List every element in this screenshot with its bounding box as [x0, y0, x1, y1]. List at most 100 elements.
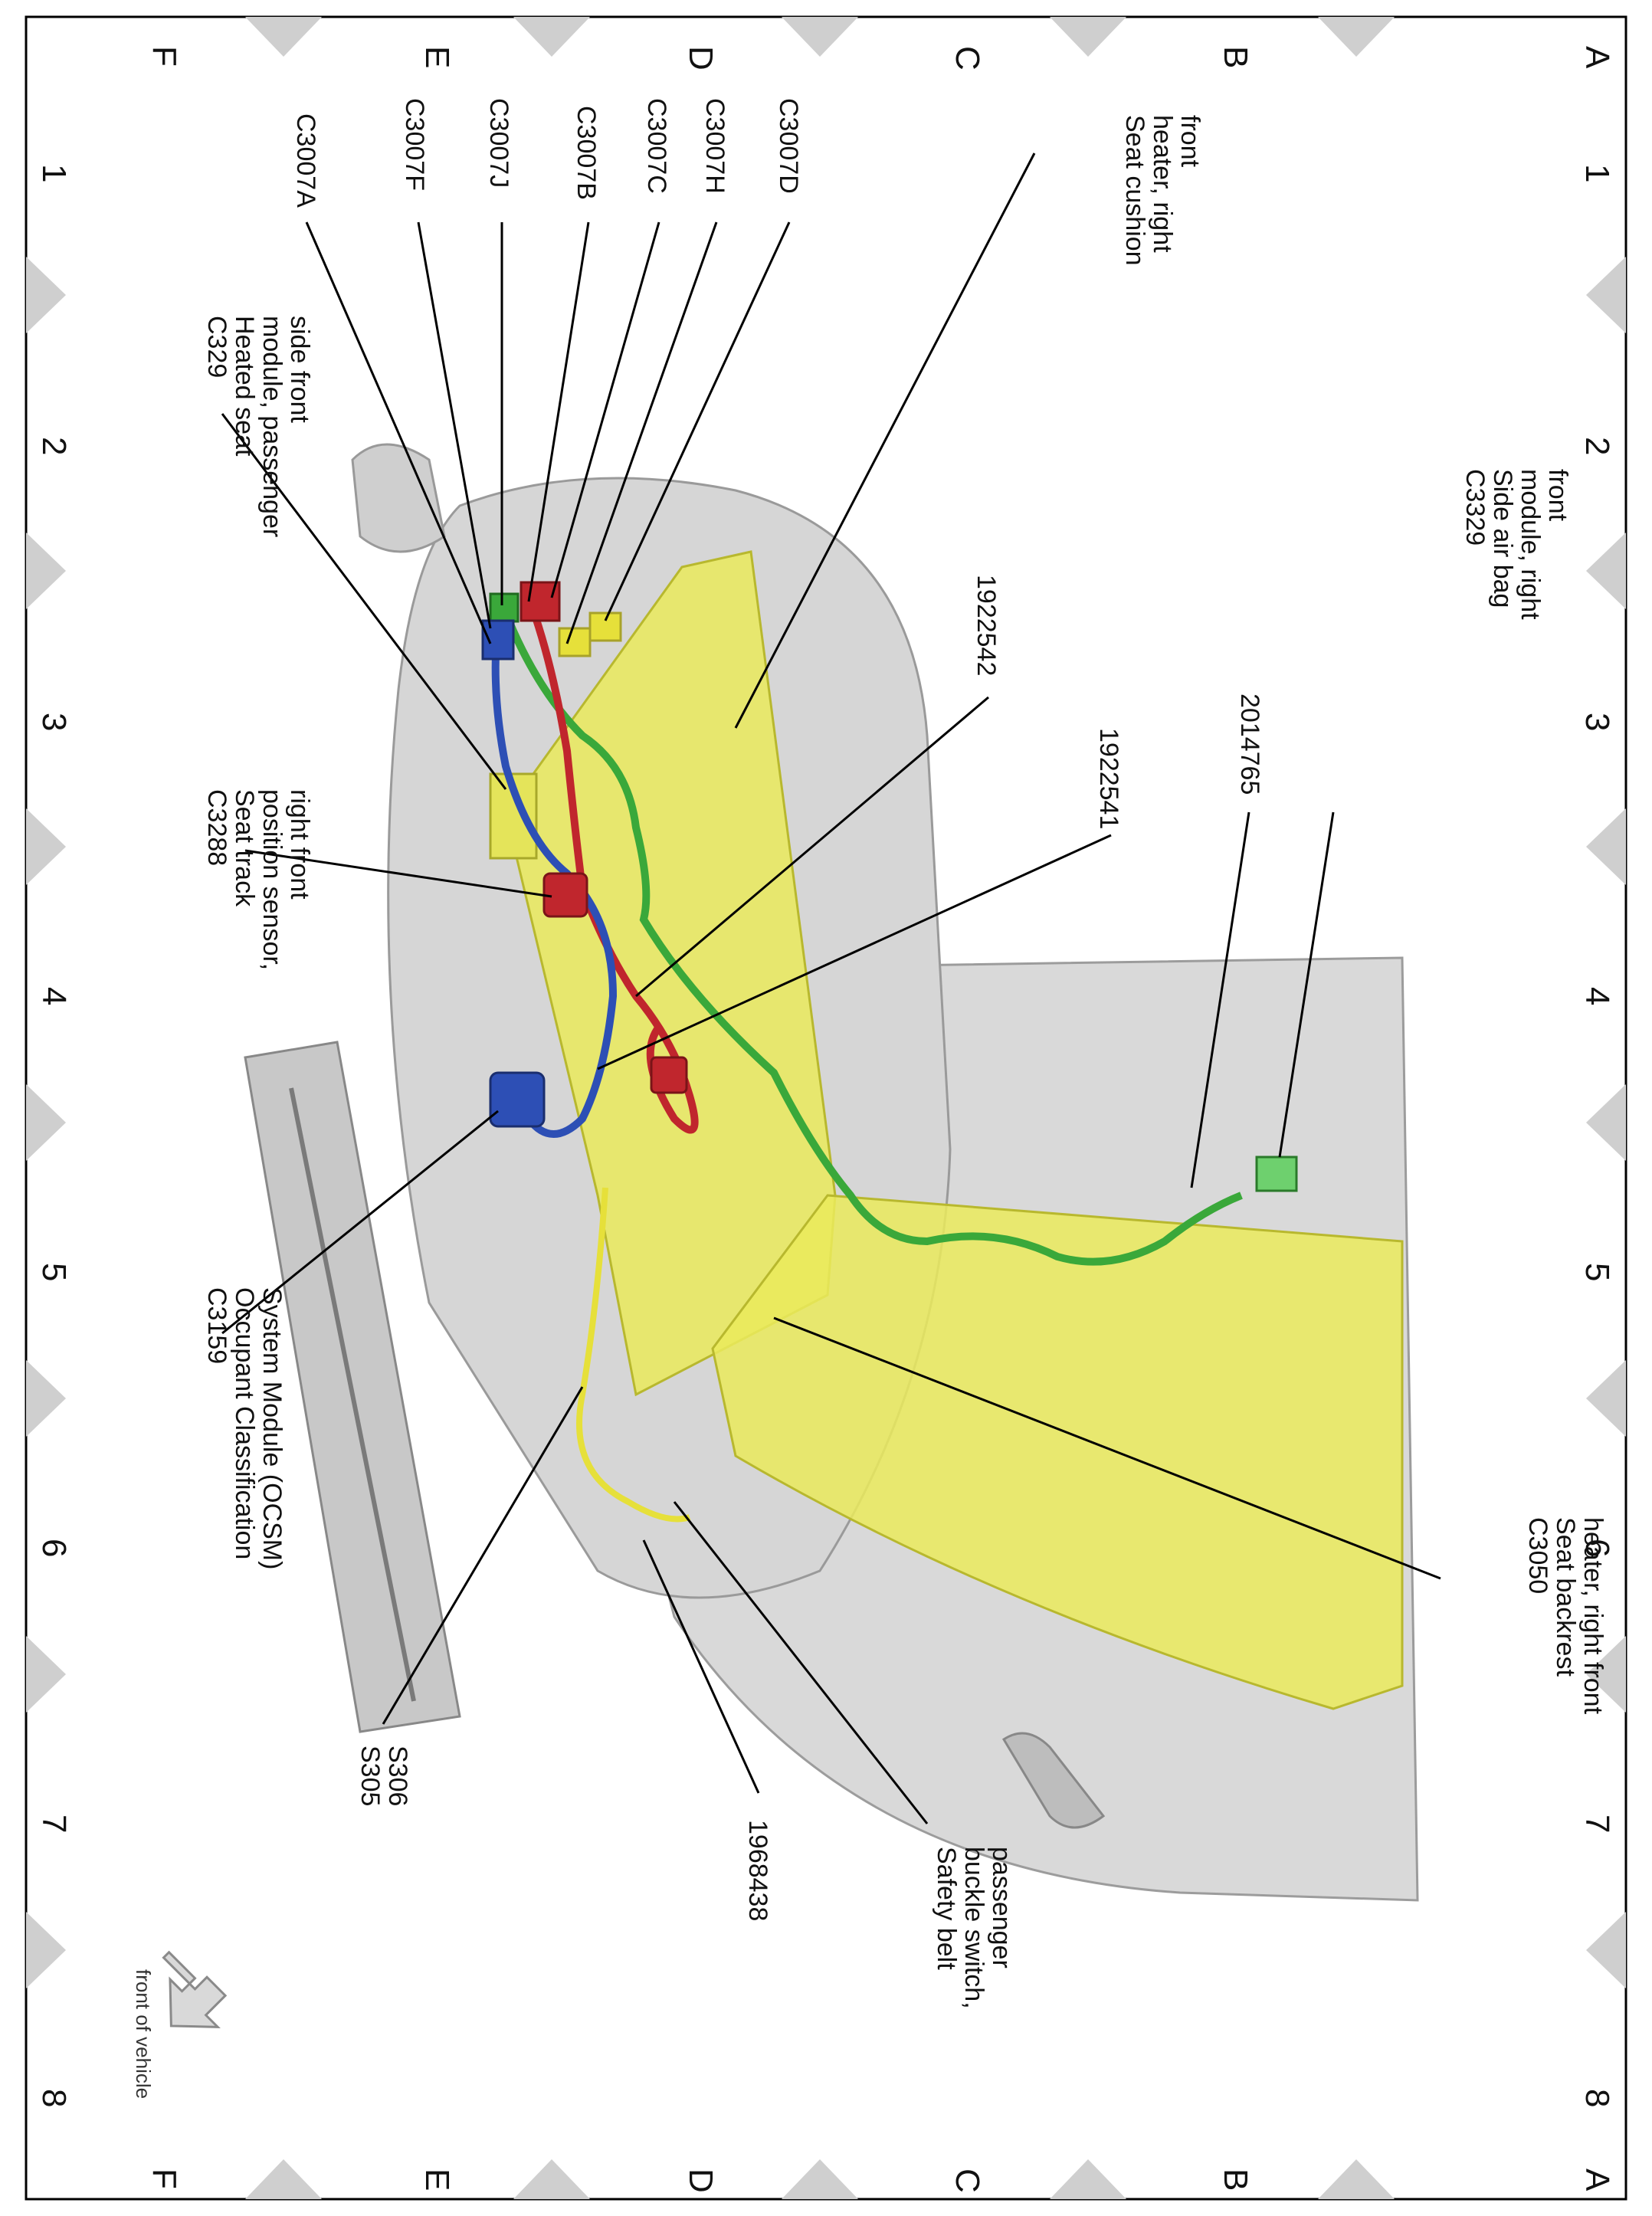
- connector-blue-c3007a: [481, 619, 515, 661]
- leader-c3288: [244, 849, 552, 898]
- grid-marker-bottom-5: [1318, 2159, 1395, 2199]
- label-c3007f: C3007F: [400, 98, 429, 191]
- grid-col-label-left-6: 6: [35, 1539, 73, 1557]
- leader-seat-cushion-heater: [734, 152, 1036, 729]
- grid-row-label-bottom-d: D: [682, 2168, 719, 2193]
- grid-row-label-bottom-e: E: [418, 2168, 456, 2191]
- label-s305-s306: S305 S306: [356, 1746, 412, 1806]
- label-c3007b: C3007B: [572, 106, 601, 200]
- grid-col-label-right-1: 1: [1578, 164, 1616, 182]
- connector-yellow-c3007d: [588, 611, 622, 642]
- wire-yellow: [576, 1187, 691, 1523]
- label-c3007a: C3007A: [291, 113, 320, 208]
- front-of-vehicle-indicator: front of vehicle: [132, 1950, 228, 2099]
- grid-row-label-right-d: D: [682, 46, 719, 70]
- label-c3329-line3: front: [1543, 469, 1572, 522]
- label-seat-cushion-heater: Seat cushion heater, right front: [1120, 115, 1205, 266]
- label-safety-belt-line2: buckle switch,: [959, 1847, 988, 2009]
- wire-red: [525, 596, 699, 1134]
- grid-marker-bottom-3: [782, 2159, 858, 2199]
- grid-col-label-right-6: 6: [1578, 1539, 1616, 1557]
- seat-track-rail: [289, 1087, 416, 1702]
- connector-green-c3007j: [489, 592, 520, 623]
- connector-green-c3329: [1255, 1156, 1298, 1192]
- leader-c3007f: [417, 221, 492, 629]
- label-c3288-line1: Seat track: [230, 789, 259, 907]
- leader-2014765: [1190, 811, 1250, 1188]
- grid-marker-right-2: [1586, 533, 1626, 609]
- leader-c3007h: [565, 221, 718, 644]
- connector-red-c3007b: [520, 581, 561, 622]
- leader-c3007c: [550, 221, 660, 598]
- label-c3007d: C3007D: [774, 98, 803, 194]
- leader-safety-belt: [673, 1501, 929, 1824]
- grid-markers: [26, 17, 1626, 2199]
- seat-illustration: [244, 443, 1419, 1902]
- grid-marker-top-2: [513, 17, 590, 57]
- grid-col-label-right-3: 3: [1578, 713, 1616, 731]
- grid-marker-left-2: [26, 533, 66, 609]
- label-c3159: C3159 Occupant Classification System Mod…: [202, 1287, 287, 1569]
- grid-col-label-right-7: 7: [1578, 1814, 1616, 1833]
- label-c3329: C3329 Side air bag module, right front: [1460, 469, 1572, 620]
- grid-col-label-right-2: 2: [1578, 437, 1616, 455]
- connector-yellow-c3007h: [558, 627, 592, 657]
- wire-green: [502, 611, 1243, 1266]
- grid-col-label-left-1: 1: [35, 164, 73, 182]
- label-s306: S306: [383, 1746, 412, 1806]
- grid-row-label-bottom-f: F: [146, 2168, 183, 2189]
- label-1922541: 1922541: [1094, 728, 1123, 829]
- grid-row-label-bottom-c: C: [949, 2168, 986, 2193]
- label-safety-belt: Safety belt buckle switch, passenger: [932, 1847, 1016, 2009]
- label-c3007h: C3007H: [700, 98, 729, 194]
- label-c329-line2: module, passenger: [257, 316, 287, 537]
- grid-marker-left-5: [26, 1360, 66, 1437]
- connector-red-inline: [650, 1056, 688, 1094]
- leader-1968438: [642, 1539, 760, 1794]
- grid-marker-left-7: [26, 1912, 66, 1988]
- leader-s305-s306: [382, 1386, 584, 1725]
- leader-c3050: [773, 1316, 1441, 1580]
- grid-col-label-left-7: 7: [35, 1814, 73, 1833]
- grid-marker-right-4: [1586, 1084, 1626, 1161]
- seat-adjust-handle: [1001, 1732, 1106, 1829]
- grid-marker-right-1: [1586, 257, 1626, 333]
- label-c329: C329 Heated seat module, passenger side …: [202, 316, 314, 537]
- grid-marker-right-6: [1586, 1636, 1626, 1713]
- grid-col-label-left-3: 3: [35, 713, 73, 731]
- label-safety-belt-line1: Safety belt: [932, 1847, 961, 1970]
- leader-1922541: [597, 834, 1112, 1070]
- label-s305: S305: [356, 1746, 385, 1806]
- grid-marker-top-4: [1050, 17, 1126, 57]
- label-safety-belt-line3: passenger: [987, 1847, 1016, 1969]
- label-c3159-line2: System Module (OCSM): [257, 1287, 287, 1569]
- grid-col-label-right-8: 8: [1578, 2089, 1616, 2107]
- label-c3288-id: C3288: [202, 789, 231, 866]
- grid-col-label-left-5: 5: [35, 1263, 73, 1281]
- grid-marker-top-1: [245, 17, 322, 57]
- grid-marker-bottom-2: [513, 2159, 590, 2199]
- label-c3050-id: C3050: [1523, 1517, 1552, 1594]
- label-c3329-line1: Side air bag: [1488, 469, 1517, 608]
- grid-row-label-right-a: A: [1578, 46, 1616, 69]
- label-c3329-id: C3329: [1460, 469, 1490, 546]
- connector-red-c3288: [542, 872, 588, 918]
- grid-marker-left-4: [26, 1084, 66, 1161]
- label-c3007j: C3007J: [484, 98, 513, 188]
- grid-marker-bottom-1: [245, 2159, 322, 2199]
- grid-row-label-right-b: B: [1217, 46, 1254, 68]
- leader-c3329: [1278, 811, 1335, 1158]
- grid-col-label-left-2: 2: [35, 437, 73, 455]
- label-c3159-id: C3159: [202, 1287, 231, 1364]
- leader-c3007d: [604, 221, 791, 621]
- grid-marker-left-3: [26, 808, 66, 885]
- grid-row-label-right-c: C: [949, 46, 986, 70]
- grid-marker-top-3: [782, 17, 858, 57]
- label-2014765: 2014765: [1235, 693, 1264, 795]
- callout-labels: C3007D C3007H C3007C C3007B C3007J C3007…: [202, 98, 1608, 2009]
- label-c329-line1: Heated seat: [230, 316, 259, 457]
- grid-marker-right-5: [1586, 1360, 1626, 1437]
- leader-c3159: [221, 1110, 499, 1335]
- leader-c3007a: [305, 221, 492, 644]
